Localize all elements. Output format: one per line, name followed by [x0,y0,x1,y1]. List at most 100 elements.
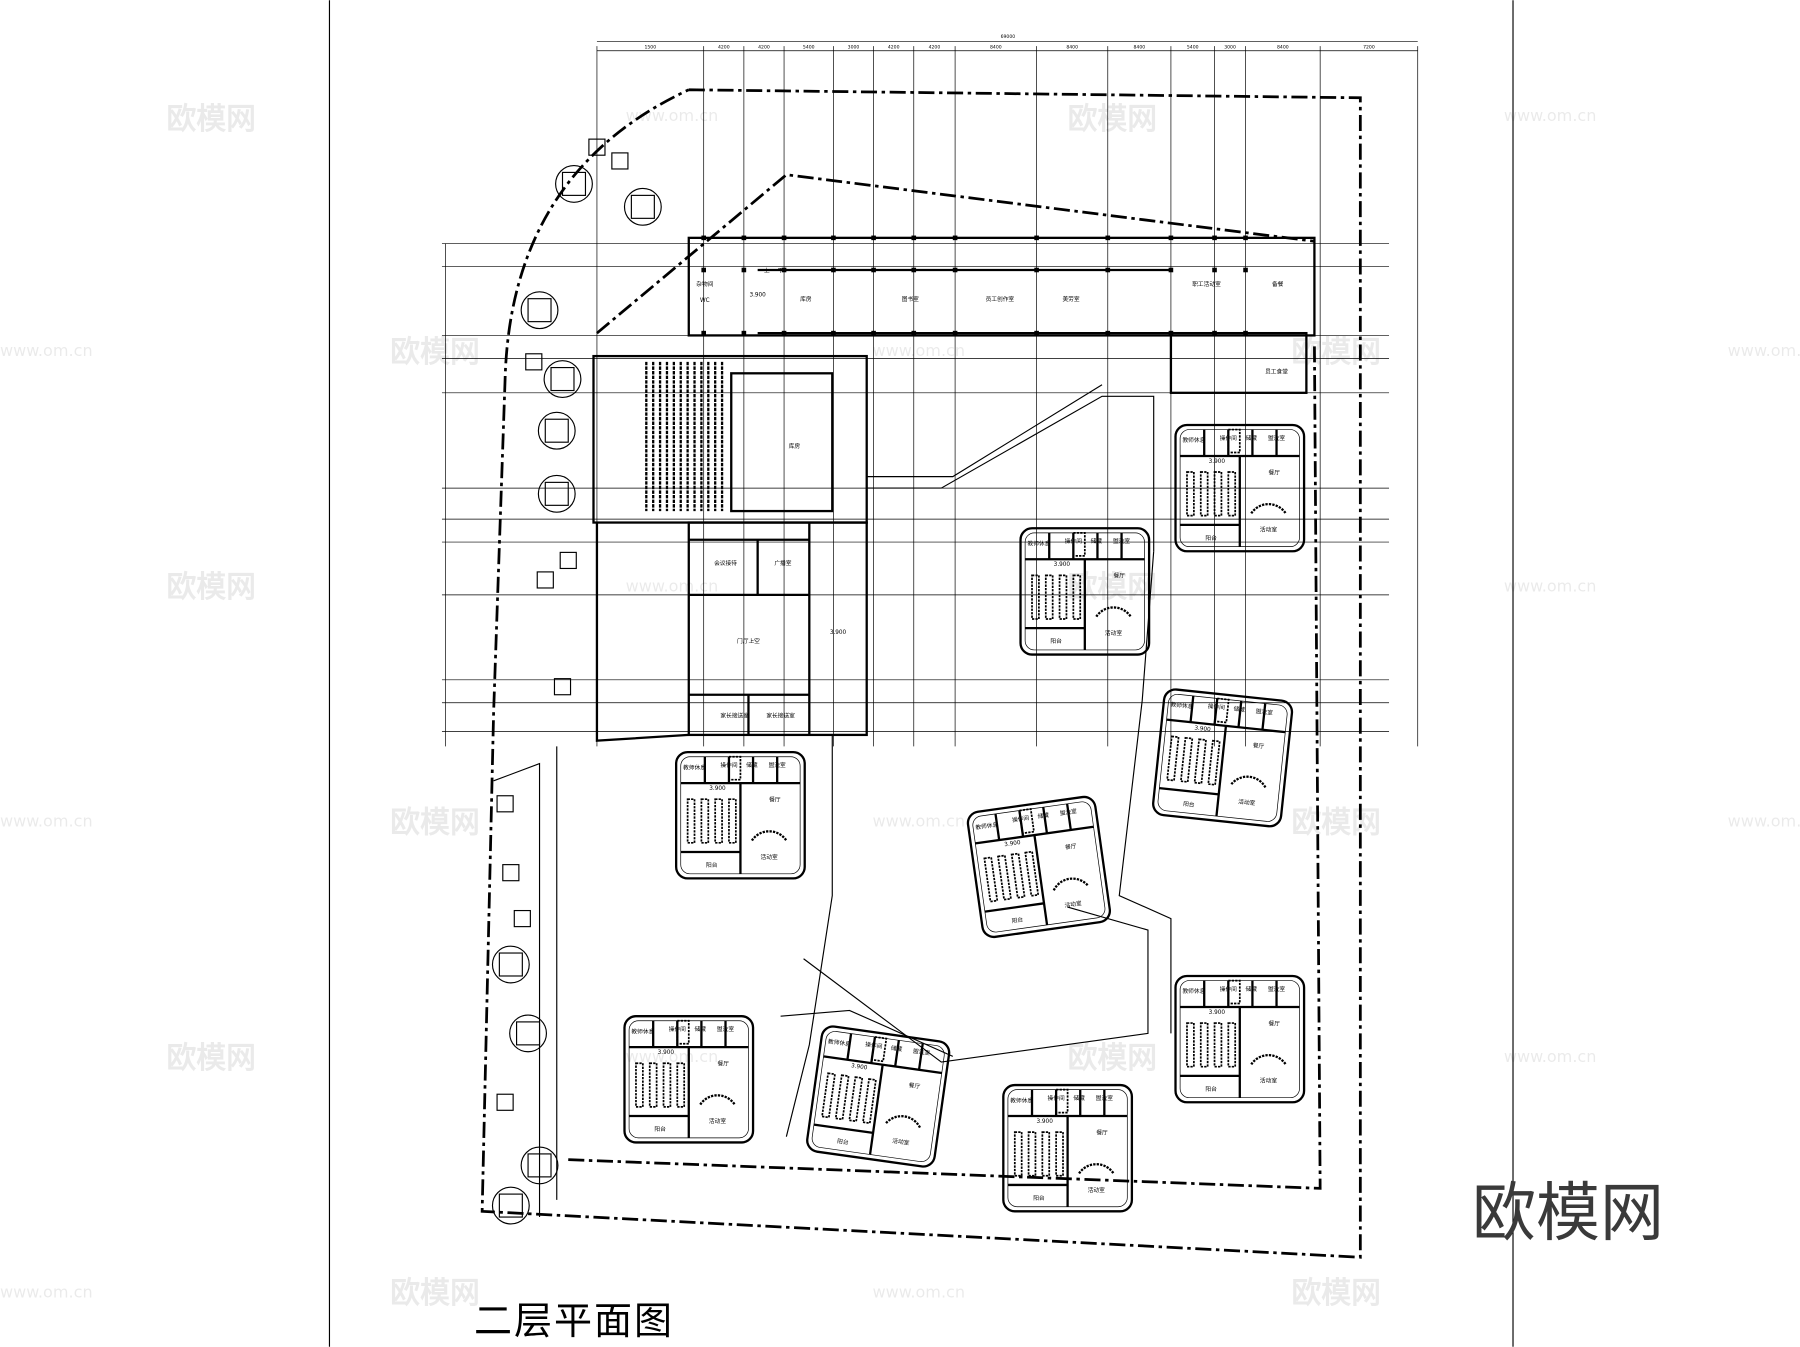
unit-room-label: 阳台 [1050,637,1062,645]
bed-row [676,1062,686,1108]
dimension-label: 4200 [888,44,900,50]
planter-box [498,952,523,977]
unit-outline [1002,1083,1134,1213]
activity-arc [1250,503,1287,515]
planter-box [611,152,629,170]
dimension-label: 5400 [1187,44,1199,50]
watermark: 欧模网 [390,805,479,840]
bed-row [1193,738,1207,785]
unit-room-label: 餐厅 [1252,741,1264,750]
classroom-unit: 餐厅活动室阳台教师休息操作间储藏盥洗室3.900 [1174,423,1306,553]
unit-room-label: 餐厅 [908,1081,921,1091]
classroom-unit: 餐厅活动室阳台教师休息操作间储藏盥洗室3.900 [675,750,806,880]
unit-room-label: 教师休息 [1182,987,1205,995]
bed-row [1213,1022,1223,1068]
column [1105,330,1111,336]
column [741,267,747,273]
unit-room-label: 储藏 [1073,1094,1085,1102]
elevation-mark: 3.900 [1036,1119,1053,1125]
column [701,235,706,241]
watermark: 欧模网 [1068,102,1157,137]
column [911,330,917,336]
column [741,235,747,241]
bed-row [1027,1131,1037,1177]
bed-row [662,1062,672,1108]
elevation-mark: 3.900 [1209,459,1226,465]
dimension-label: 7200 [1363,44,1375,50]
dimension-label: 1500 [644,44,656,50]
unit-room-label: 盥洗室 [717,1025,734,1033]
unit-room-label: 操作间 [720,761,737,769]
bed-row [997,854,1012,901]
bed-row [1044,574,1054,620]
unit-room-label: 操作间 [1065,537,1082,545]
unit-room-label: 操作间 [1220,434,1237,442]
inner-boundary [596,173,1315,335]
bed-row [1227,471,1237,517]
unit-outline [966,795,1112,939]
column [1105,267,1111,273]
watermark-url: www.om.cn [626,576,719,595]
elevation-mark: 3.900 [1054,562,1071,568]
unit-outline [1174,423,1306,553]
tree-planter [555,164,593,203]
bed-row [1186,471,1195,517]
tree-planter [623,187,662,226]
column [1243,267,1248,273]
column [831,235,836,241]
room-label: 家长接送室 [720,712,749,720]
unit-room-label: 盥洗室 [1268,434,1285,442]
watermark: 欧模网 [1291,805,1380,840]
activity-arc [699,1094,736,1106]
watermark-url: www.om.cn [626,106,719,125]
column [1212,330,1217,336]
dimension-label: 3000 [1224,44,1236,50]
unit-room-label: 餐厅 [1114,572,1126,580]
planter-box [561,171,587,196]
bed-row [1213,471,1223,517]
stair-up-label: 上 [764,266,770,274]
column [871,235,876,241]
unit-room-label: 阳台 [1033,1194,1045,1202]
bed-row [1186,1022,1195,1068]
watermark-url: www.om.cn [872,341,965,360]
watermark-url: www.om.cn [0,341,93,360]
room-label: 门厅上空 [737,637,760,645]
unit-room-label: 盥洗室 [1096,1094,1113,1102]
watermark-url: www.om.cn [1504,106,1597,125]
column [1168,330,1174,336]
column [1105,235,1111,241]
watermark-url: www.om.cn [0,812,93,831]
unit-room-label: 储藏 [890,1044,903,1054]
bed-row [862,1078,877,1125]
bed-row [983,856,999,903]
unit-room-label: 教师休息 [1010,1096,1033,1104]
unit-room-label: 餐厅 [1096,1128,1108,1136]
planter-box [496,795,514,813]
unit-room-label: 储藏 [746,761,758,769]
watermark-url: www.om.cn [1728,341,1800,360]
unit-outline [1152,688,1294,828]
column [781,267,787,273]
activity-arc [885,1115,922,1129]
column [952,330,958,336]
column [1212,235,1217,241]
unit-room-label: 盥洗室 [1113,537,1130,545]
unit-room-label: 操作间 [669,1025,686,1033]
unit-room-label: 阳台 [1183,800,1195,809]
bed-row [686,798,696,844]
unit-room-label: 操作间 [1048,1094,1065,1102]
bed-row [1179,736,1194,783]
column [1168,267,1174,273]
stair-down-label: 下 [778,267,784,274]
room-label: 员工食堂 [1265,367,1288,375]
unit-room-label: 盥洗室 [1268,985,1285,993]
bed-row [1055,1131,1064,1177]
unit-room-label: 教师休息 [975,820,999,831]
planter-box [588,138,606,156]
classroom-unit: 餐厅活动室阳台教师休息操作间储藏盥洗室3.900 [806,1025,951,1168]
room-label: 美劳室 [1062,295,1079,303]
bed-row [1013,1131,1023,1177]
dimension-label: 3000 [848,44,860,50]
